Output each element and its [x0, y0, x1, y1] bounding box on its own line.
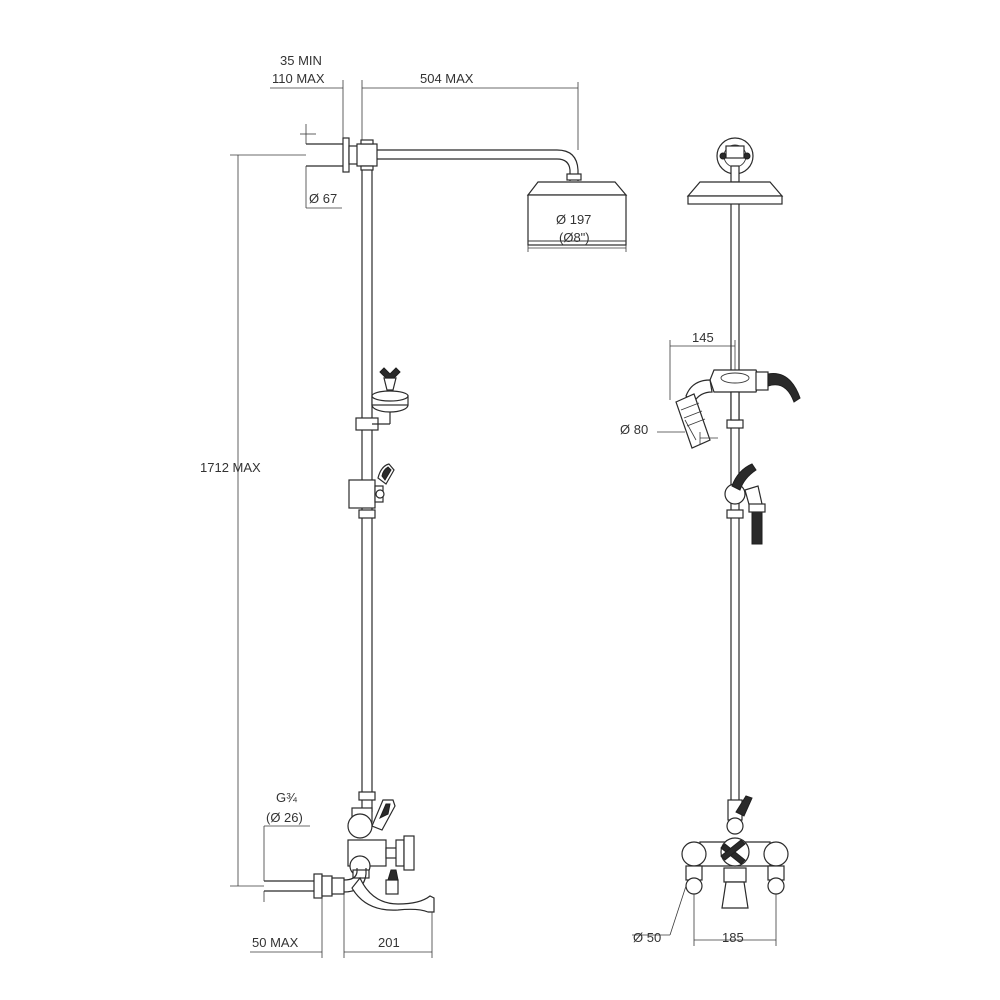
inlet-length-label: 50 MAX: [252, 935, 299, 950]
handset-dia-label: Ø 80: [620, 422, 648, 437]
shower-arm: [377, 149, 579, 181]
front-diverter: [724, 463, 766, 545]
inlet-pipe: [264, 868, 367, 899]
front-handset: [675, 369, 801, 449]
front-bar-valve: [681, 795, 789, 909]
front-view: 145 Ø 80 Ø 50 185: [620, 137, 801, 946]
handset-reach-label: 145: [692, 330, 714, 345]
leg-dia-label: Ø 50: [633, 930, 661, 945]
head-dia-label: Ø 197: [556, 212, 591, 227]
side-view: 35 MIN 110 MAX 504 MAX Ø 67 Ø 197 (Ø8") …: [200, 53, 628, 958]
front-shower-head: [686, 181, 784, 205]
head-dia-inch-label: (Ø8"): [559, 230, 590, 245]
side-dimension-lines: [230, 80, 627, 958]
handset-holder: [355, 367, 409, 431]
front-bracket: [716, 137, 754, 183]
shower-head: [526, 181, 628, 246]
offset-min-label: 35 MIN: [280, 53, 322, 68]
thermostatic-valve: [347, 799, 415, 879]
wall-bracket: [306, 137, 378, 173]
front-dimension-lines: [632, 340, 777, 946]
total-height-label: 1712 MAX: [200, 460, 261, 475]
inlet-pipe-dia-label: (Ø 26): [266, 810, 303, 825]
spout-length-label: 201: [378, 935, 400, 950]
bath-spout: [351, 869, 435, 913]
offset-max-label: 110 MAX: [272, 71, 325, 86]
wall-flange-dia-label: Ø 67: [309, 191, 337, 206]
leg-centres-label: 185: [722, 930, 744, 945]
diverter: [348, 463, 395, 509]
inlet-thread-label: G¾: [276, 790, 297, 805]
arm-length-label: 504 MAX: [420, 71, 474, 86]
